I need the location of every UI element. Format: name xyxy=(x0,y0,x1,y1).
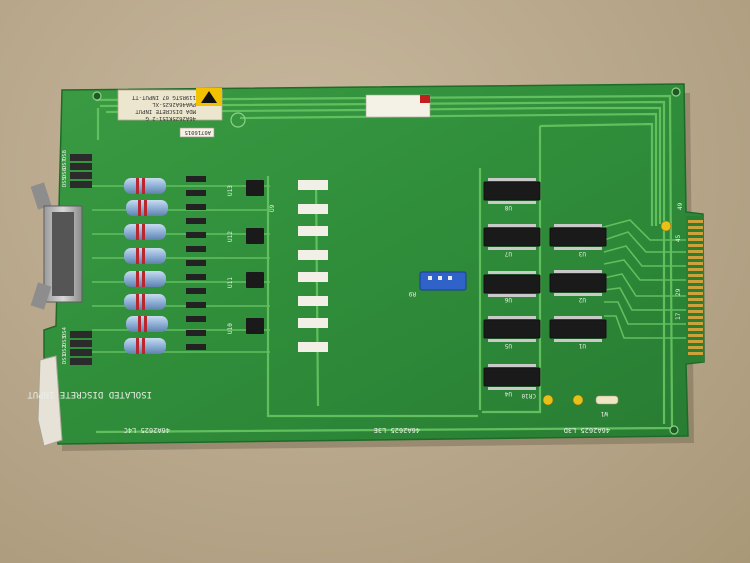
part-sticker xyxy=(117,88,223,121)
input-diodes xyxy=(186,176,206,350)
sticker-line-4: 46A2625K151-2 G xyxy=(145,115,196,121)
label-u11: U11 xyxy=(227,277,234,288)
label-ds8: DS8 xyxy=(62,150,68,160)
resistor-pack-r9 xyxy=(419,271,467,291)
label-ds6: DS6 xyxy=(62,168,68,178)
label-ds7: DS7 xyxy=(62,159,68,169)
opto-isolators xyxy=(246,180,264,334)
asset-tag: A0716015 xyxy=(185,129,212,135)
dip-ic-chips xyxy=(483,181,607,387)
label-ds5: DS5 xyxy=(62,177,68,187)
label-ds4: DS4 xyxy=(62,326,68,337)
asset-tag-sticker xyxy=(179,127,215,138)
label-ds3: DS3 xyxy=(62,336,68,346)
silkscreen: ISOLATED DISCRETE INPUT 46A2625 L4C 46A2… xyxy=(27,389,610,434)
label-u8: U8 xyxy=(504,204,512,211)
input-resistors xyxy=(92,178,270,354)
led-header-bottom xyxy=(70,331,92,365)
label-r9: R9 xyxy=(408,290,416,297)
label-u3: U3 xyxy=(578,250,586,257)
jumper-w1 xyxy=(595,395,619,405)
label-cr10: CR10 xyxy=(521,392,536,399)
label-u7: U7 xyxy=(504,250,512,257)
label-u13: U13 xyxy=(227,185,234,196)
sticker-line-3: MDA DISCRETE INPUT xyxy=(135,108,196,114)
label-pin-29: 29 xyxy=(675,288,682,296)
ic-pins xyxy=(488,178,602,390)
edge-connector xyxy=(686,216,704,362)
ribbon-connector xyxy=(30,182,83,310)
label-u12: U12 xyxy=(227,231,234,242)
label-ds1: DS1 xyxy=(62,354,68,364)
label-pin-45: 45 xyxy=(675,234,682,242)
sticker-line-2: PWA46A2625-XL xyxy=(152,101,196,107)
sticker-text: 119RSTG 07 INPUT-TT PWA46A2625-XL MDA DI… xyxy=(131,94,211,135)
edge-fanout-traces xyxy=(599,219,690,339)
label-u2: U2 xyxy=(578,296,586,303)
label-pin-17: 17 xyxy=(675,312,682,320)
label-u1: U1 xyxy=(578,342,586,349)
label-pin-49: 49 xyxy=(677,202,684,210)
board-ejector-handle xyxy=(37,355,63,447)
sticker-line-1: 119RSTG 07 INPUT-TT xyxy=(131,94,196,100)
part-number-3: 46A2625 L3D xyxy=(564,426,610,434)
label-u5: U5 xyxy=(504,342,512,349)
serial-sticker xyxy=(365,94,431,118)
capacitor-column xyxy=(298,180,328,352)
label-u9: U9 xyxy=(269,204,276,212)
reference-designators: U10 U11 U12 U13 R9 CR10 W1 49 45 29 17 D… xyxy=(62,150,684,417)
chip-labels: U8 U7 U6 U5 U4 U3 U2 U1 U9 xyxy=(269,204,586,397)
mounting-holes xyxy=(92,87,681,435)
label-ds2: DS2 xyxy=(62,345,68,355)
led-header-top xyxy=(70,154,92,188)
label-u4: U4 xyxy=(504,390,512,397)
label-u6: U6 xyxy=(504,296,512,303)
label-u10: U10 xyxy=(227,323,234,334)
label-w1: W1 xyxy=(600,410,608,417)
part-number-1: 46A2625 L4C xyxy=(124,426,170,434)
board-title: ISOLATED DISCRETE INPUT xyxy=(27,389,152,399)
tantalum-capacitors xyxy=(542,220,672,406)
part-number-2: 46A2625 L3E xyxy=(374,426,420,434)
